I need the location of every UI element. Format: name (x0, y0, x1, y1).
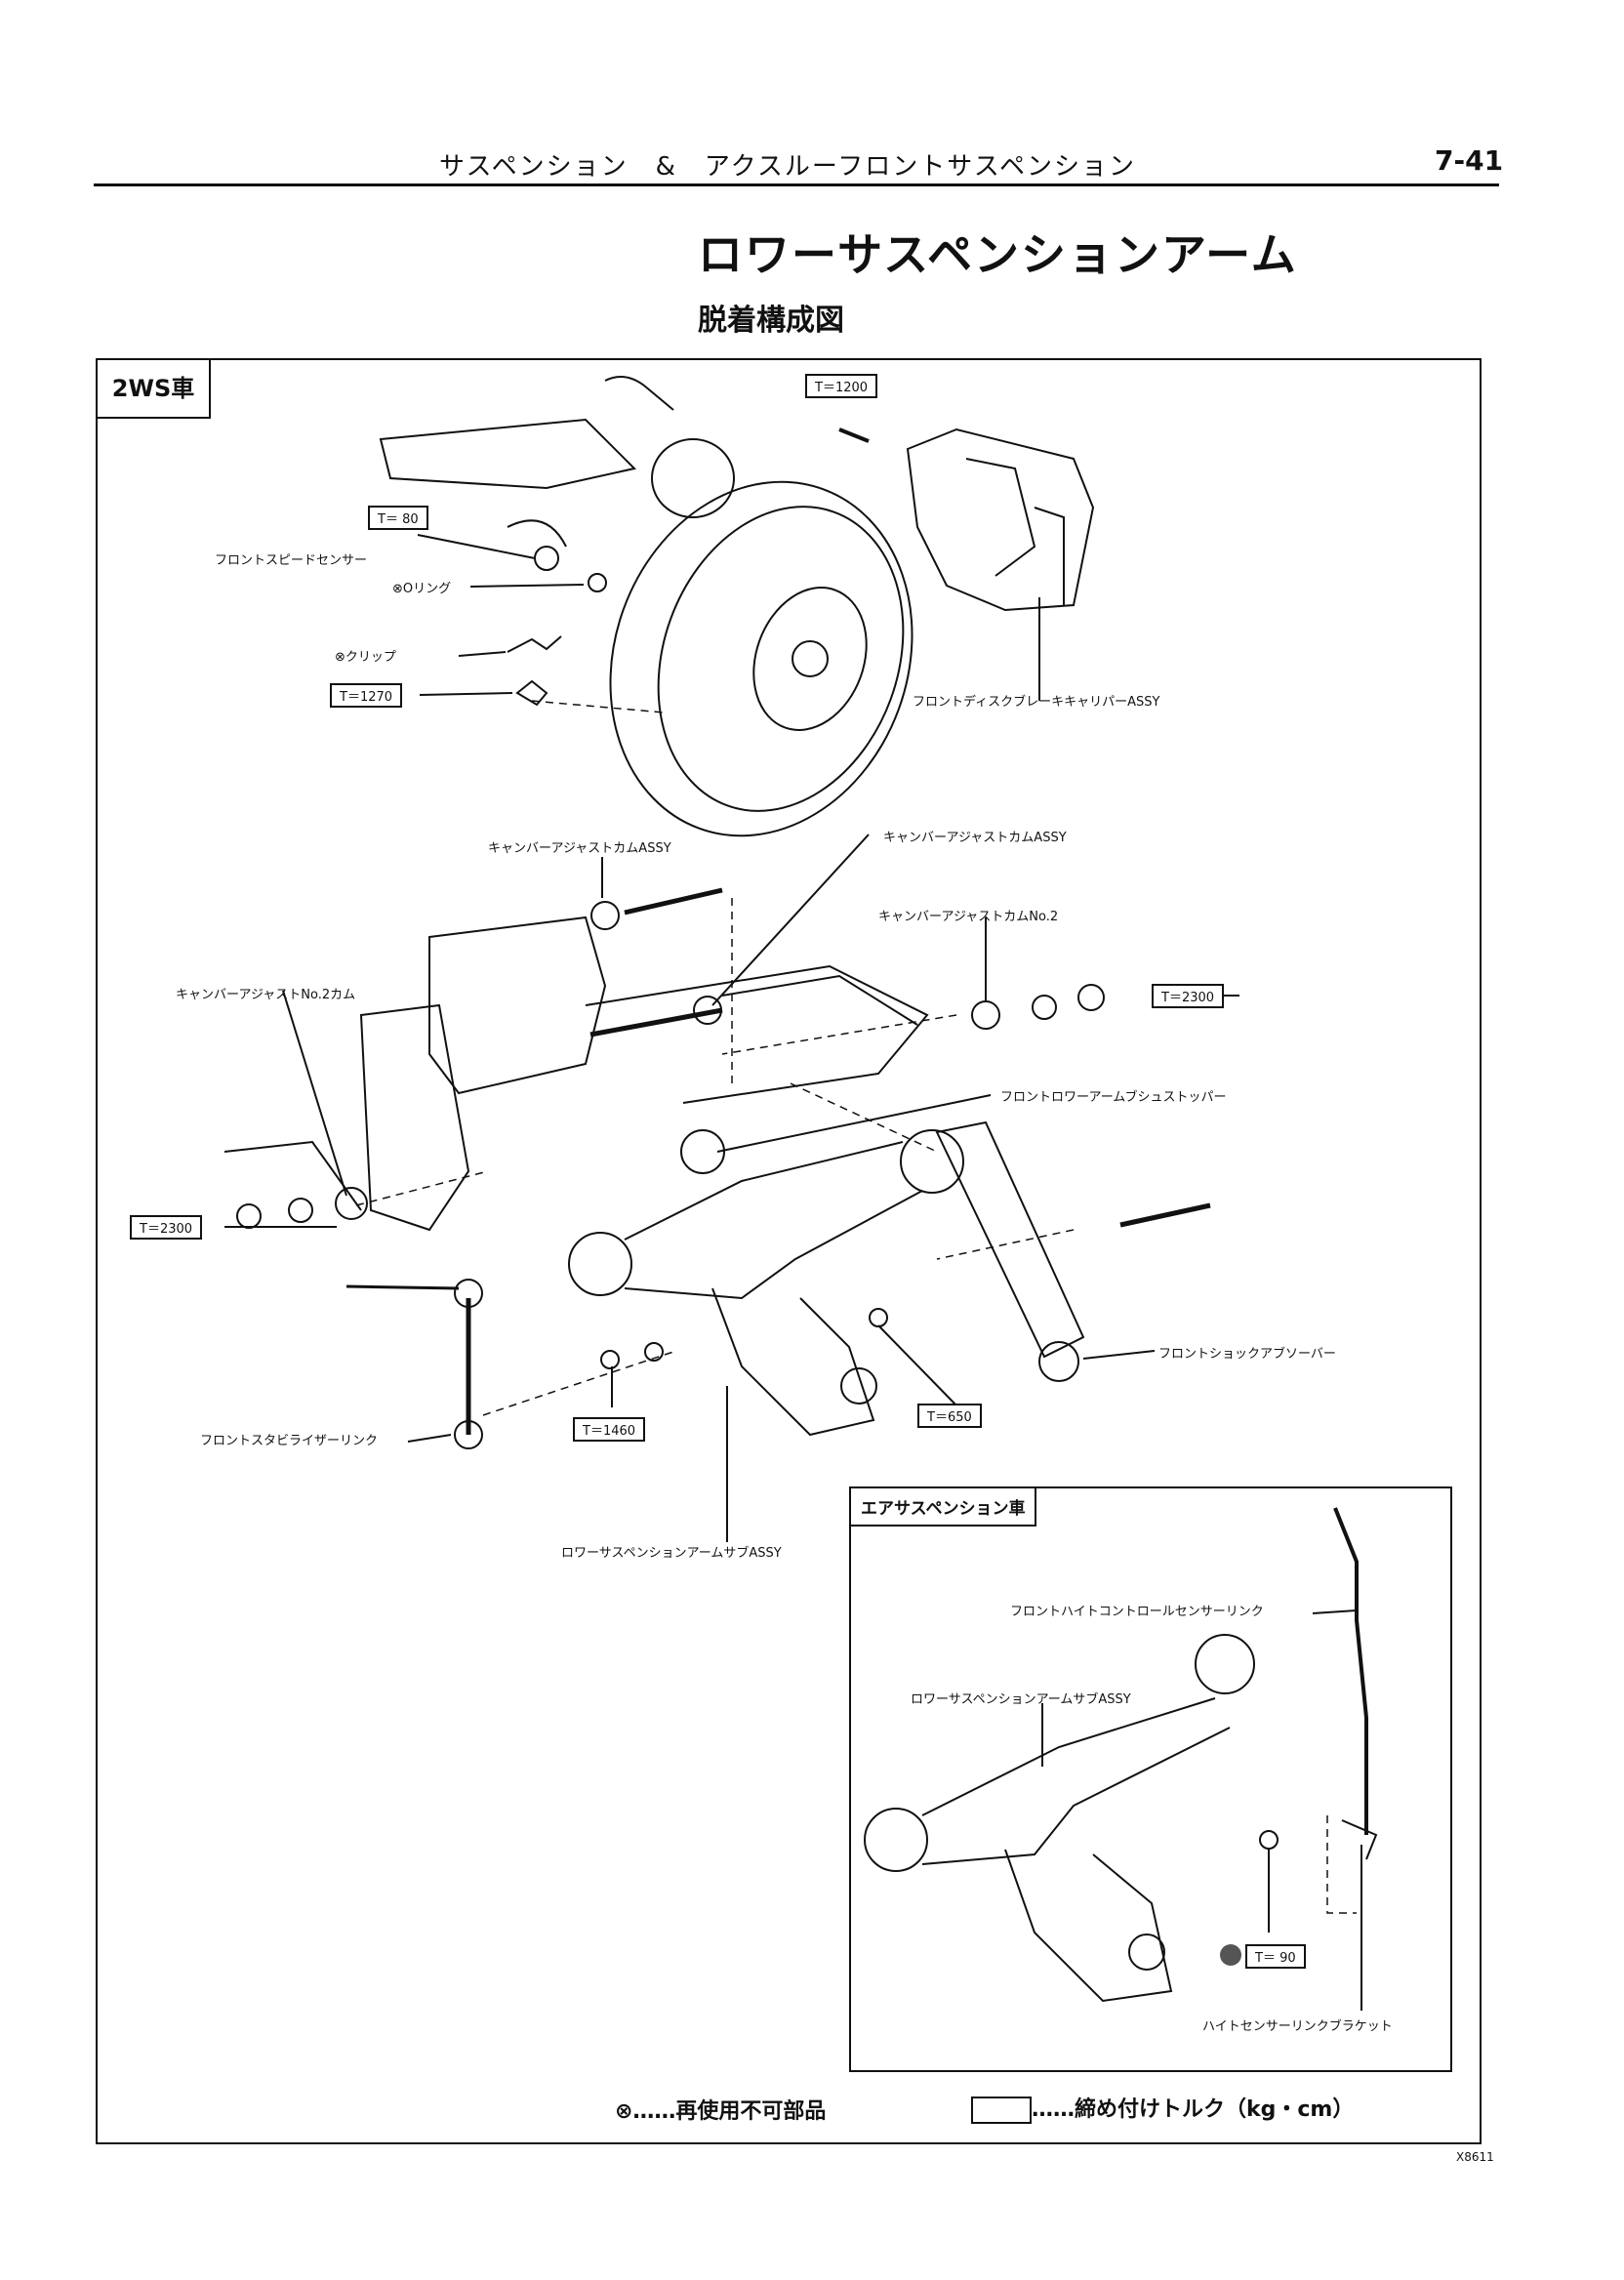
inset-title: エアサスペンション車 (849, 1486, 1037, 1527)
legend-non-reusable: ⊗……再使用不可部品 (615, 2099, 827, 2124)
section-title: サスペンション & アクスルーフロントサスペンション (439, 152, 1136, 182)
label-height-sensor-link: フロントハイトコントロールセンサーリンク (1010, 1605, 1264, 1619)
torque-1200: T＝1200 (805, 374, 878, 398)
label-inset-lower-arm-sub: ロワーサスペンションアームサブASSY (911, 1692, 1131, 1707)
label-o-ring: ⊗Oリング (392, 582, 452, 596)
label-camber-cam-no2: キャンバーアジャストカムNo.2 (878, 910, 1059, 924)
label-bush-stopper: フロントロワーアームブシュストッパー (1000, 1090, 1227, 1105)
diagram-frame (96, 358, 1482, 2144)
label-stabilizer-link: フロントスタビライザーリンク (200, 1434, 379, 1448)
legend-torque: ……締め付けトルク（kg・cm） (971, 2092, 1354, 2124)
air-suspension-inset (849, 1486, 1452, 2072)
torque-2300-right: T＝2300 (1152, 984, 1225, 1008)
torque-box-icon (971, 2097, 1032, 2124)
figure-code: X8611 (1456, 2150, 1494, 2164)
torque-2300-left: T＝2300 (130, 1215, 203, 1240)
non-reusable-icon: ⊗ (335, 650, 345, 665)
label-shock-absorber: フロントショックアブソーバー (1158, 1347, 1336, 1362)
label-caliper: フロントディスクブレーキキャリパーASSY (913, 695, 1160, 710)
label-lower-arm-sub: ロワーサスペンションアームサブASSY (561, 1546, 782, 1561)
label-clip: ⊗クリップ (335, 650, 396, 665)
torque-650: T＝650 (917, 1404, 982, 1428)
torque-1460: T＝1460 (573, 1417, 646, 1442)
label-camber-no2-cam: キャンバーアジャストNo.2カム (176, 988, 356, 1002)
torque-1270: T＝1270 (330, 683, 403, 708)
non-reusable-icon: ⊗ (392, 582, 403, 596)
vehicle-tag: 2WS車 (96, 358, 211, 419)
label-sensor-bracket: ハイトセンサーリンクブラケット (1202, 2019, 1393, 2034)
header-rule (94, 183, 1499, 186)
page-title: ロワーサスペンションアーム (698, 228, 1298, 281)
torque-80: T＝ 80 (368, 506, 428, 530)
page-subtitle: 脱着構成図 (698, 304, 844, 338)
non-reusable-icon (1220, 1944, 1241, 1966)
label-camber-cam-right: キャンバーアジャストカムASSY (883, 831, 1067, 845)
label-camber-cam-left: キャンバーアジャストカムASSY (488, 841, 671, 856)
torque-90: T＝ 90 (1245, 1944, 1306, 1969)
page-number: 7-41 (1435, 144, 1504, 177)
label-speed-sensor: フロントスピードセンサー (215, 553, 368, 568)
